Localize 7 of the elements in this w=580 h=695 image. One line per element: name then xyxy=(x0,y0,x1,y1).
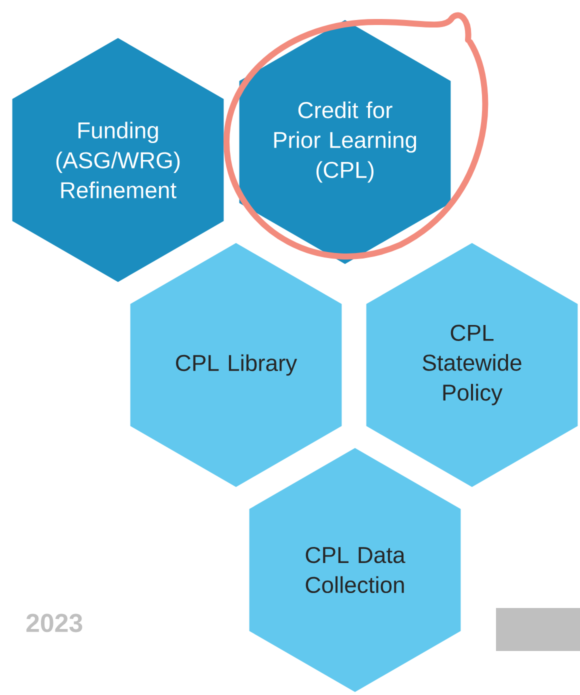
year-label: 2023 xyxy=(26,614,82,632)
hexagon: Credit for Prior Learning (CPL) xyxy=(239,20,451,264)
node-label: CPL Data Collection xyxy=(306,546,406,594)
hexagon: CPL Data Collection xyxy=(249,448,461,692)
hexagon: CPL Statewide Policy xyxy=(366,243,578,487)
hexagon: Funding (ASG/WRG) Refinement xyxy=(12,38,224,282)
hexagon: CPL Library xyxy=(130,243,342,487)
